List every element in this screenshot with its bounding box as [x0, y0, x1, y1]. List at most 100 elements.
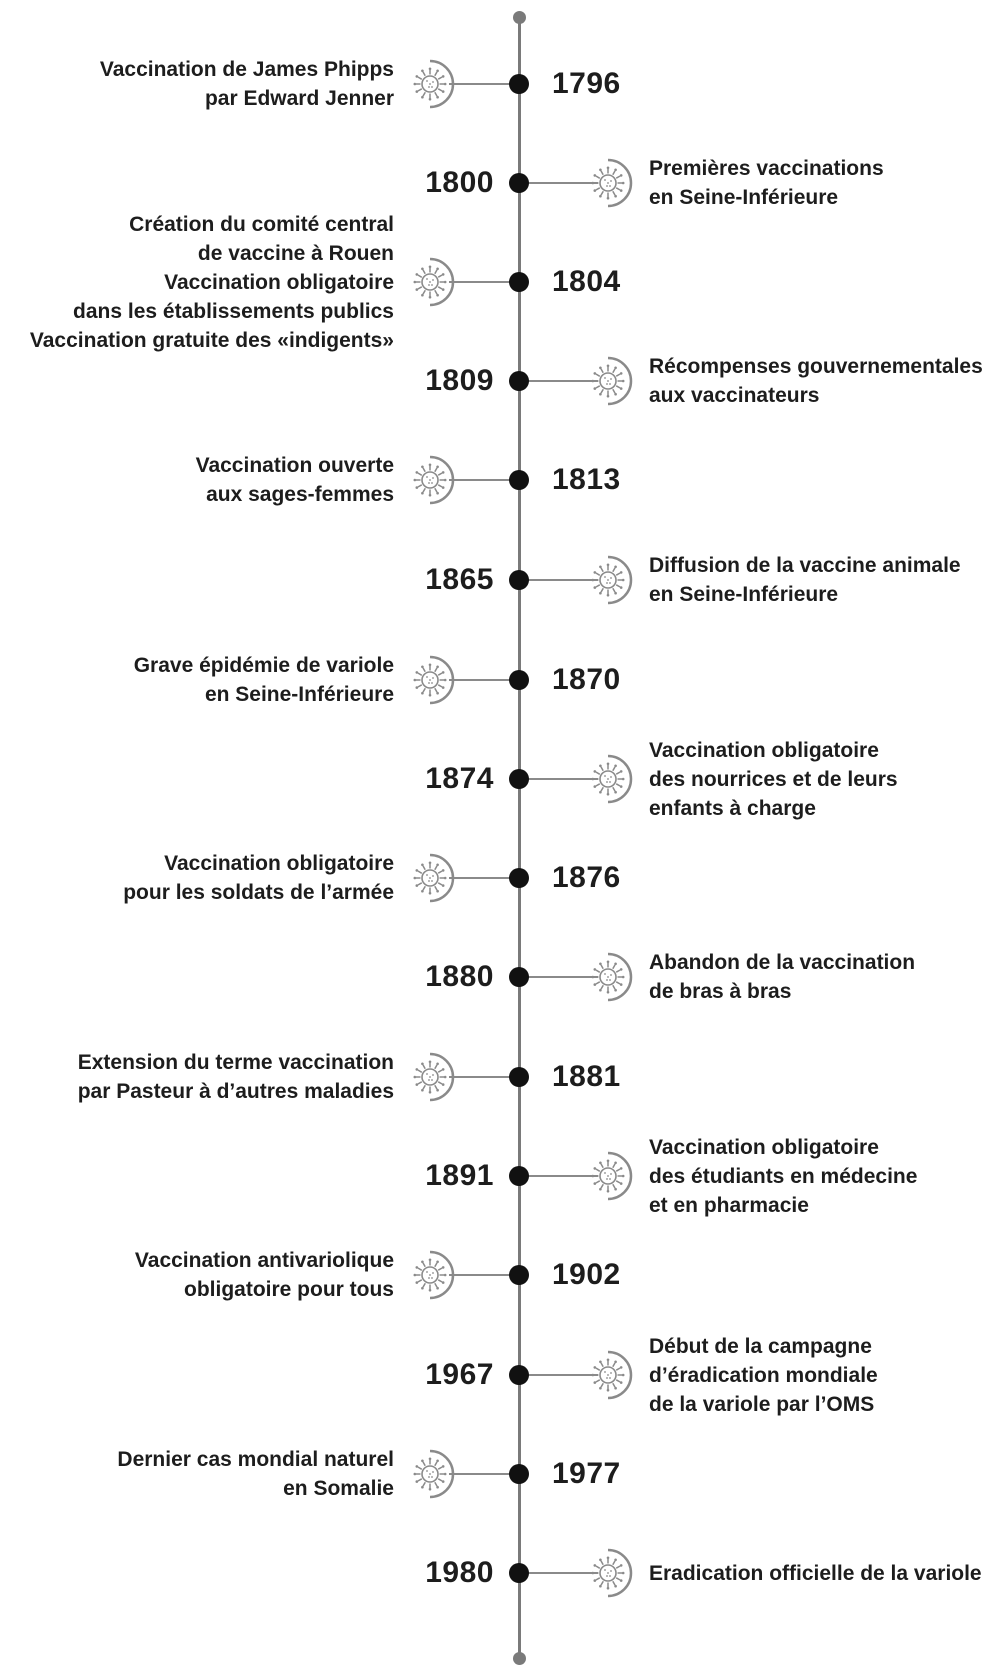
- timeline-dot: [509, 1265, 529, 1285]
- timeline-dot: [509, 1166, 529, 1186]
- event-description-line: Récompenses gouvernementales: [649, 355, 983, 378]
- timeline-dot: [509, 371, 529, 391]
- event-description-line: des nourrices et de leurs: [649, 767, 898, 791]
- event-description-line: Eradication officielle de la variole: [649, 1561, 982, 1585]
- event-description-line: Vaccination obligatoire: [164, 852, 394, 875]
- timeline-dot: [509, 74, 529, 94]
- event-description-line: Création du comité central: [129, 212, 394, 236]
- event-year: 1870: [552, 663, 621, 696]
- event-year: 1967: [425, 1358, 494, 1391]
- virus-icon: [582, 1547, 634, 1599]
- timeline-dot: [509, 173, 529, 193]
- virus-icon: [404, 1448, 456, 1500]
- virus-icon: [582, 753, 634, 805]
- event-description-line: Vaccination antivariolique: [134, 1249, 394, 1272]
- event-description-line: Vaccination obligatoire: [164, 270, 394, 294]
- connector-line: [526, 1374, 598, 1376]
- event-year: 1804: [552, 265, 621, 298]
- event-description-line: Vaccination obligatoire: [649, 738, 879, 762]
- virus-icon: [582, 1150, 634, 1202]
- connector-line: [449, 877, 513, 879]
- virus-icon: [404, 454, 456, 506]
- event-year: 1902: [552, 1258, 621, 1291]
- event-description: Vaccination de James Phipps par Edward Je…: [100, 55, 394, 113]
- event-year: 1800: [425, 166, 494, 199]
- connector-line: [526, 182, 598, 184]
- event-year: 1876: [552, 861, 621, 894]
- event-description-line: de bras à bras: [649, 980, 792, 1003]
- event-description: Vaccination obligatoire pour les soldats …: [123, 849, 394, 907]
- event-year: 1980: [425, 1556, 494, 1589]
- timeline-axis: [518, 16, 521, 1664]
- event-description-line: par Edward Jenner: [204, 87, 394, 110]
- timeline-dot: [509, 570, 529, 590]
- event-description: Dernier cas mondial naturel en Somalie: [117, 1445, 394, 1503]
- event-description-line: Vaccination ouverte: [195, 454, 394, 477]
- event-description-line: aux vaccinateurs: [649, 384, 820, 407]
- event-description-line: de la variole par l’OMS: [649, 1392, 875, 1416]
- connector-line: [526, 579, 598, 581]
- event-description-line: par Pasteur à d’autres maladies: [77, 1080, 394, 1103]
- event-description-line: de vaccine à Rouen: [197, 241, 394, 265]
- event-description: Abandon de la vaccination de bras à bras: [649, 948, 915, 1006]
- connector-line: [449, 1473, 513, 1475]
- virus-icon: [582, 157, 634, 209]
- event-description-line: Extension du terme vaccination: [77, 1051, 394, 1074]
- event-description: Eradication officielle de la variole: [649, 1559, 982, 1588]
- timeline-end-cap: [513, 1652, 526, 1665]
- event-description-line: Diffusion de la vaccine animale: [649, 554, 961, 577]
- virus-icon: [404, 654, 456, 706]
- timeline-dot: [509, 670, 529, 690]
- event-description-line: pour les soldats de l’armée: [123, 881, 394, 904]
- event-description-line: des étudiants en médecine: [649, 1164, 918, 1188]
- virus-icon: [582, 355, 634, 407]
- event-description-line: en Somalie: [283, 1477, 394, 1500]
- event-year: 1881: [552, 1060, 621, 1093]
- event-description-line: Vaccination de James Phipps: [99, 58, 394, 81]
- event-description-line: enfants à charge: [649, 796, 816, 820]
- virus-icon: [404, 58, 456, 110]
- event-description-line: Abandon de la vaccination: [649, 951, 916, 974]
- event-year: 1813: [552, 463, 621, 496]
- connector-line: [526, 1175, 598, 1177]
- timeline-dot: [509, 470, 529, 490]
- event-year: 1891: [425, 1159, 494, 1192]
- event-year: 1865: [425, 563, 494, 596]
- connector-line: [449, 679, 513, 681]
- event-description-line: dans les établissements publics: [73, 299, 394, 323]
- connector-line: [526, 778, 598, 780]
- event-description: Récompenses gouvernementales aux vaccinat…: [649, 352, 983, 410]
- event-description: Création du comité central de vaccine à R…: [30, 210, 394, 355]
- virus-icon: [404, 256, 456, 308]
- event-description-line: aux sages-femmes: [206, 483, 394, 506]
- virus-icon: [582, 951, 634, 1003]
- event-description-line: obligatoire pour tous: [184, 1278, 394, 1301]
- event-description: Vaccination obligatoire des nourrices et …: [649, 736, 898, 823]
- virus-icon: [582, 1349, 634, 1401]
- connector-line: [449, 83, 513, 85]
- event-description-line: en Seine-Inférieure: [649, 186, 839, 209]
- timeline-dot: [509, 272, 529, 292]
- event-year: 1796: [552, 67, 621, 100]
- virus-icon: [404, 1051, 456, 1103]
- connector-line: [449, 479, 513, 481]
- event-description-line: en Seine-Inférieure: [204, 683, 394, 706]
- event-description: Vaccination ouverte aux sages-femmes: [196, 451, 394, 509]
- event-description: Vaccination antivariolique obligatoire po…: [135, 1246, 394, 1304]
- event-description-line: et en pharmacie: [649, 1193, 809, 1217]
- event-description-line: d’éradication mondiale: [649, 1363, 878, 1387]
- event-description-line: Dernier cas mondial naturel: [117, 1448, 394, 1471]
- timeline-dot: [509, 1067, 529, 1087]
- timeline-dot: [509, 1365, 529, 1385]
- timeline-dot: [509, 868, 529, 888]
- connector-line: [449, 281, 513, 283]
- connector-line: [449, 1076, 513, 1078]
- timeline-dot: [509, 1563, 529, 1583]
- event-description-line: Vaccination gratuite des «indigents»: [29, 328, 394, 352]
- virus-icon: [582, 554, 634, 606]
